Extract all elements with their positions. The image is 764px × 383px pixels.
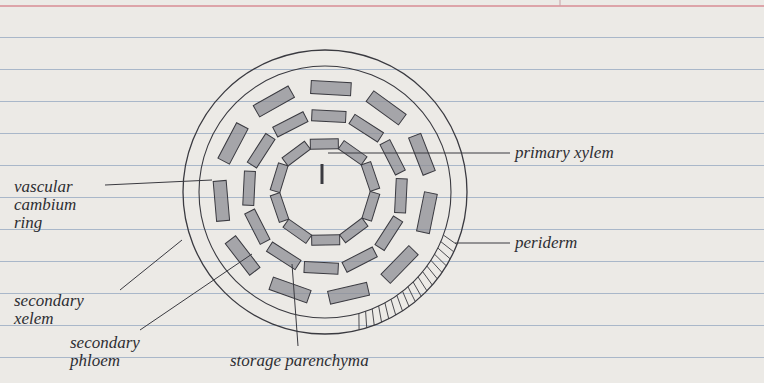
vascular-block [362,191,380,221]
periderm-hatch [372,309,374,325]
periderm-hatch [391,299,396,315]
vascular-block [245,209,270,244]
vascular-block [375,216,403,251]
vascular-block [247,133,275,168]
vascular-block [310,139,338,149]
vascular-block [304,262,339,275]
margin-line [0,5,764,7]
periderm-hatch [443,235,457,244]
vascular-block [270,193,288,223]
vascular-block [312,110,347,123]
vascular-block [328,282,370,304]
vascular-block [381,246,418,284]
vascular-block [225,236,260,276]
part-label: storage parenchyma [230,352,430,370]
vascular-block [253,86,294,117]
part-label: vascular cambium ring [14,178,104,232]
vascular-block [342,247,377,272]
vascular-block [266,242,301,270]
leader-line [455,243,510,244]
vascular-block [270,163,288,193]
periderm-hatch [413,282,421,296]
vascular-block [312,235,340,245]
periderm-hatch [418,277,427,291]
part-label: secondary xelem [14,292,124,328]
vascular-block [417,192,438,234]
vascular-block [395,179,408,214]
periderm-hatch [431,260,442,272]
periderm-hatch [435,254,447,266]
periderm-hatch [366,311,367,327]
periderm-hatch [358,313,359,329]
periderm-hatch [408,287,415,302]
leader-line [140,254,252,330]
vascular-block [243,171,256,206]
primary-xylem-mark [321,164,324,184]
vascular-block [218,123,248,164]
leader-line [120,240,182,290]
vascular-block [283,219,312,243]
section-drawing [183,50,467,334]
vascular-block [282,141,310,166]
outer-outline [183,50,467,334]
periderm-hatch [441,242,454,252]
margin-line [560,0,561,6]
periderm-hatch [397,295,403,311]
cortex-outline [199,66,451,318]
vascular-block [273,112,308,137]
vascular-block [269,277,311,303]
leader-lines [105,153,510,346]
periderm-hatch [438,248,450,259]
part-label: secondary phloem [70,334,160,370]
periderm-hatch [427,266,437,279]
vascular-block [409,133,436,175]
part-label: periderm [515,234,635,252]
leader-line [292,264,298,346]
vascular-block [349,114,384,142]
vascular-block [380,140,405,175]
leader-line [328,153,510,154]
vascular-block [366,91,406,125]
vascular-block [311,81,352,96]
periderm-hatch [423,272,433,285]
leader-line [105,180,212,185]
vascular-block [361,162,379,192]
vascular-block [213,180,229,221]
periderm-hatch [403,291,409,306]
vascular-block [340,218,368,243]
periderm-hatch [379,306,382,322]
part-label: primary xylem [515,144,675,162]
periderm-hatch [385,303,389,319]
